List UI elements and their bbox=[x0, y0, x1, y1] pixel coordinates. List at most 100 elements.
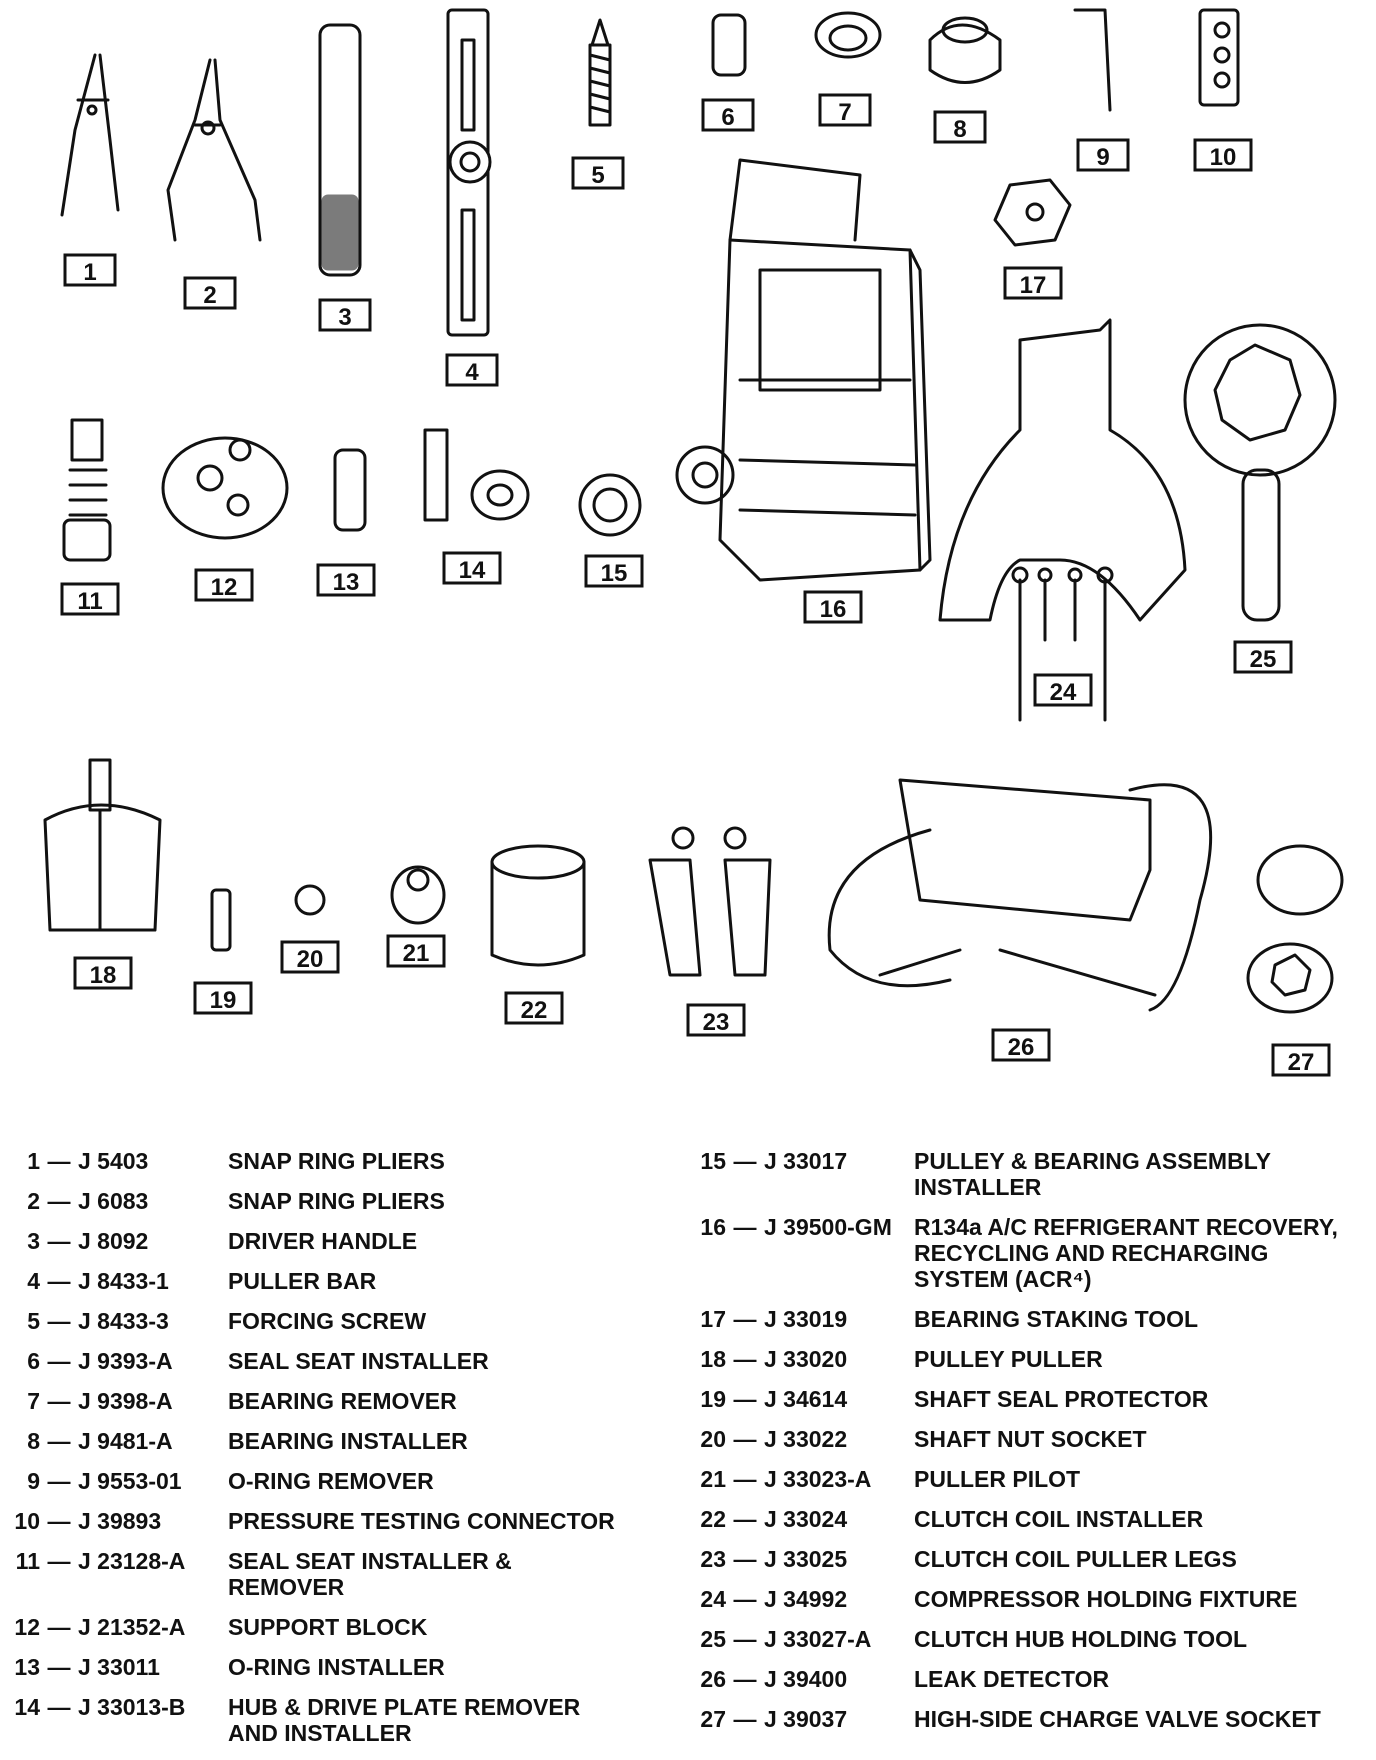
svg-text:26: 26 bbox=[1008, 1034, 1035, 1061]
svg-text:19: 19 bbox=[210, 987, 237, 1014]
svg-text:17: 17 bbox=[1020, 272, 1047, 299]
callout-10: 10 bbox=[1193, 138, 1253, 172]
legend-item-number: 12 bbox=[14, 1614, 40, 1640]
tool-4-puller-bar bbox=[446, 8, 492, 337]
legend-item-number: 2 bbox=[27, 1188, 40, 1214]
legend-item-number: 19 bbox=[700, 1386, 726, 1412]
svg-text:2: 2 bbox=[203, 282, 216, 309]
legend-item-number: 24 bbox=[700, 1586, 726, 1612]
svg-text:25: 25 bbox=[1250, 646, 1277, 673]
legend-item-number: 6 bbox=[27, 1348, 40, 1374]
legend-item-number: 21 bbox=[700, 1466, 726, 1492]
legend-item-dash: — bbox=[733, 1386, 757, 1412]
legend-item-dash: — bbox=[47, 1548, 71, 1574]
tool-5-forcing-screw bbox=[588, 18, 612, 127]
svg-text:5: 5 bbox=[591, 162, 604, 189]
legend-item-part-number: J 5403 bbox=[78, 1148, 149, 1174]
legend-item-number: 17 bbox=[700, 1306, 726, 1332]
svg-text:14: 14 bbox=[459, 557, 486, 584]
legend-item-part-number: J 39037 bbox=[764, 1706, 848, 1732]
callout-8: 8 bbox=[933, 110, 987, 144]
tool-25-clutch-hub-holding-tool bbox=[1183, 323, 1337, 622]
legend-item-number: 18 bbox=[700, 1346, 726, 1372]
legend-item-part-number: J 33024 bbox=[764, 1506, 848, 1532]
legend-item-part-number: J 6083 bbox=[78, 1188, 149, 1214]
legend-item-dash: — bbox=[733, 1466, 757, 1492]
legend-item-description: BEARING INSTALLER bbox=[228, 1428, 468, 1454]
svg-text:24: 24 bbox=[1050, 679, 1077, 706]
callout-12: 12 bbox=[194, 568, 254, 602]
legend-item-dash: — bbox=[47, 1268, 71, 1294]
legend-item-dash: — bbox=[733, 1306, 757, 1332]
legend-item-description: R134a A/C REFRIGERANT RECOVERY, RECYCLIN… bbox=[914, 1214, 1338, 1292]
svg-text:18: 18 bbox=[90, 962, 117, 989]
legend-item-description: PULLEY & BEARING ASSEMBLY INSTALLER bbox=[914, 1148, 1271, 1200]
legend-item-description: O-RING REMOVER bbox=[228, 1468, 434, 1494]
tool-1-snap-ring-pliers bbox=[60, 53, 120, 217]
legend-item-number: 23 bbox=[700, 1546, 726, 1572]
svg-text:22: 22 bbox=[521, 997, 548, 1024]
legend-item-part-number: J 33019 bbox=[764, 1306, 848, 1332]
svg-text:9: 9 bbox=[1096, 144, 1109, 171]
legend-item-part-number: J 39500-GM bbox=[764, 1214, 892, 1240]
legend-item-description: SNAP RING PLIERS bbox=[228, 1188, 445, 1214]
legend-item-number: 16 bbox=[700, 1214, 726, 1240]
legend-item-dash: — bbox=[733, 1426, 757, 1452]
legend-item-dash: — bbox=[733, 1586, 757, 1612]
tool-7-bearing-remover bbox=[814, 11, 882, 59]
callout-23: 23 bbox=[686, 1003, 746, 1037]
legend-item-description: SHAFT SEAL PROTECTOR bbox=[914, 1386, 1209, 1412]
tool-24-compressor-holding-fixture bbox=[938, 318, 1187, 722]
svg-text:27: 27 bbox=[1288, 1049, 1315, 1076]
svg-text:4: 4 bbox=[465, 359, 479, 386]
legend-item-description: PRESSURE TESTING CONNECTOR bbox=[228, 1508, 615, 1534]
tool-20-shaft-nut-socket bbox=[294, 884, 326, 916]
legend-item-dash: — bbox=[733, 1626, 757, 1652]
legend-item-number: 14 bbox=[14, 1694, 40, 1720]
legend-item-part-number: J 8092 bbox=[78, 1228, 149, 1254]
legend-item-description: SUPPORT BLOCK bbox=[228, 1614, 428, 1640]
callout-15: 15 bbox=[584, 554, 644, 588]
legend-item-description: SNAP RING PLIERS bbox=[228, 1148, 445, 1174]
callout-21: 21 bbox=[386, 934, 446, 968]
legend-item-part-number: J 39400 bbox=[764, 1666, 848, 1692]
tool-18-pulley-puller bbox=[43, 758, 162, 932]
legend-item-part-number: J 33017 bbox=[764, 1148, 848, 1174]
legend-item-description: SHAFT NUT SOCKET bbox=[914, 1426, 1147, 1452]
callout-27: 27 bbox=[1271, 1043, 1331, 1077]
legend-item-dash: — bbox=[47, 1348, 71, 1374]
legend-item-dash: — bbox=[47, 1308, 71, 1334]
callout-16: 16 bbox=[803, 590, 863, 624]
legend-item-number: 15 bbox=[700, 1148, 726, 1174]
legend-item-number: 13 bbox=[14, 1654, 40, 1680]
legend-item-description: O-RING INSTALLER bbox=[228, 1654, 445, 1680]
tool-26-leak-detector bbox=[827, 778, 1213, 1012]
callout-24: 24 bbox=[1033, 673, 1093, 707]
legend-item-part-number: J 33025 bbox=[764, 1546, 848, 1572]
callout-17: 17 bbox=[1003, 266, 1063, 300]
callout-1: 1 bbox=[63, 253, 117, 287]
callout-14: 14 bbox=[442, 551, 502, 585]
svg-text:10: 10 bbox=[1210, 144, 1237, 171]
tools-illustration: 1 2 3 4 5 6 7 8 9 10 11 12 13 14 15 16 1… bbox=[43, 8, 1344, 1077]
legend-item-number: 9 bbox=[27, 1468, 40, 1494]
tool-6-seal-seat-installer bbox=[711, 13, 747, 77]
legend-item-number: 26 bbox=[700, 1666, 726, 1692]
legend-item-number: 20 bbox=[700, 1426, 726, 1452]
legend-item-part-number: J 9481-A bbox=[78, 1428, 173, 1454]
legend-item-number: 11 bbox=[15, 1548, 40, 1574]
tool-11-seal-seat-installer-remover bbox=[62, 418, 112, 562]
tool-12-support-block bbox=[161, 436, 289, 540]
